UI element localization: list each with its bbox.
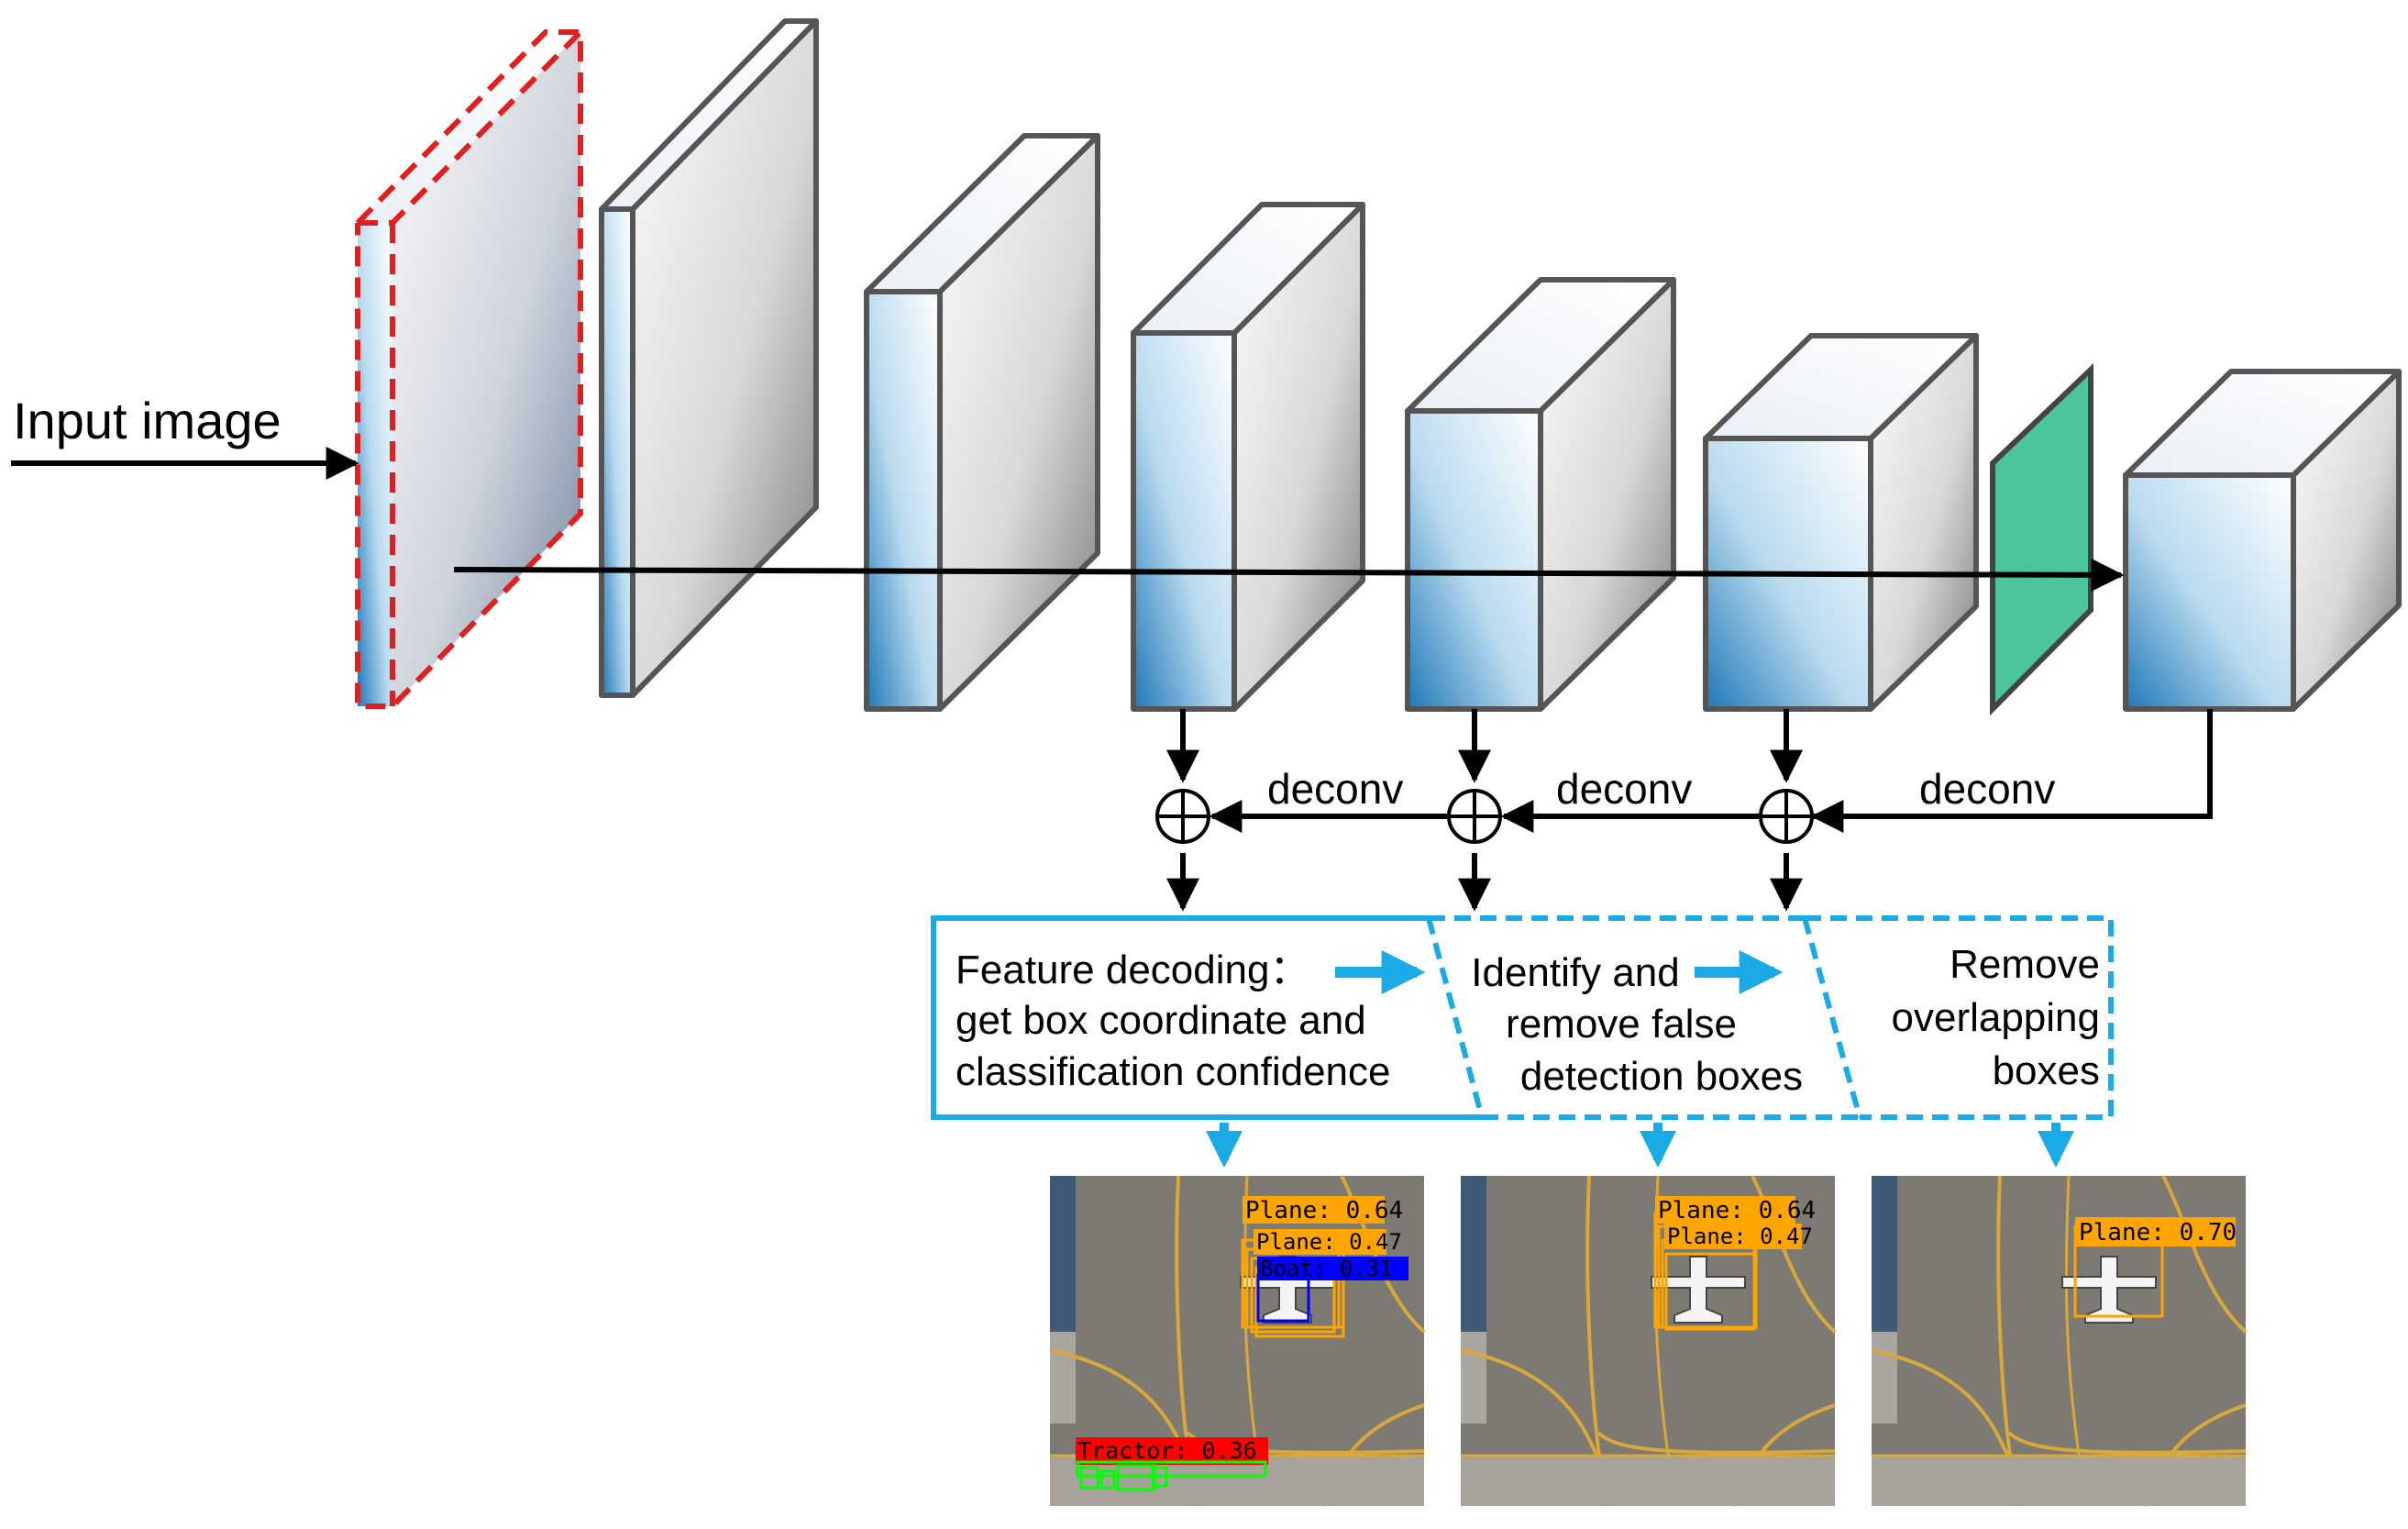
- deconv-label-2: deconv: [1556, 765, 1692, 813]
- result-image-1: Plane: 0.64 Plane: 0.47 Boat: 0.31 Tract…: [1049, 1175, 1426, 1507]
- svg-text:Remove: Remove: [1950, 942, 2100, 987]
- result-image-3: Plane: 0.70: [1871, 1175, 2248, 1507]
- svg-text:Tractor: 0.36: Tractor: 0.36: [1077, 1437, 1257, 1464]
- svg-text:get box coordinate and: get box coordinate and: [955, 998, 1366, 1043]
- svg-text:remove false: remove false: [1506, 1002, 1737, 1047]
- green-layer: [1990, 362, 2093, 716]
- svg-text:Plane: 0.47: Plane: 0.47: [1667, 1224, 1813, 1249]
- input-layer: [355, 29, 583, 709]
- svg-text:overlapping: overlapping: [1892, 995, 2101, 1040]
- input-image-label: Input image: [13, 392, 282, 449]
- svg-text:Plane: 0.64: Plane: 0.64: [1658, 1197, 1816, 1224]
- encoder-layer-5: [1703, 333, 1979, 712]
- svg-text:classification confidence: classification confidence: [955, 1049, 1390, 1094]
- svg-text:Plane: 0.64: Plane: 0.64: [1245, 1197, 1403, 1224]
- svg-text:Boat: 0.31: Boat: 0.31: [1260, 1256, 1393, 1281]
- svg-text:detection boxes: detection boxes: [1520, 1054, 1803, 1099]
- sum-node-2: [1447, 789, 1502, 844]
- sum-node-1: [1155, 789, 1210, 844]
- sum-node-3: [1759, 789, 1814, 844]
- step-feature-decoding: Feature decoding： get box coordinate and…: [955, 947, 1390, 1094]
- airplane-icon: [2061, 1256, 2157, 1324]
- encoder-layer-1: [599, 18, 819, 698]
- svg-text:Plane: 0.47: Plane: 0.47: [1256, 1229, 1402, 1255]
- deconv-label-3: deconv: [1919, 765, 2055, 813]
- encoder-layer-3: [1131, 202, 1365, 712]
- step-boxes: [931, 915, 2114, 1120]
- encoder-layer-4: [1405, 277, 1676, 712]
- result-image-2: Plane: 0.64 Plane: 0.47: [1460, 1175, 1837, 1507]
- airplane-icon: [1651, 1256, 1746, 1324]
- deconv-label-1: deconv: [1267, 765, 1403, 813]
- encoder-layer-2: [864, 133, 1100, 712]
- deconv-connections: [1166, 709, 2213, 912]
- skip-arrow: [453, 558, 2125, 592]
- encoder-layers: [599, 18, 2402, 712]
- step-remove-overlap: Remove overlapping boxes: [1892, 942, 2101, 1093]
- svg-text:Plane: 0.70: Plane: 0.70: [2079, 1219, 2237, 1246]
- svg-text:boxes: boxes: [1993, 1048, 2100, 1093]
- step-identify-remove: Identify and remove false detection boxe…: [1471, 950, 1803, 1099]
- svg-text:Identify and: Identify and: [1471, 950, 1680, 995]
- encoder-layer-6: [2123, 369, 2402, 712]
- svg-text:Feature decoding：: Feature decoding：: [955, 947, 1309, 992]
